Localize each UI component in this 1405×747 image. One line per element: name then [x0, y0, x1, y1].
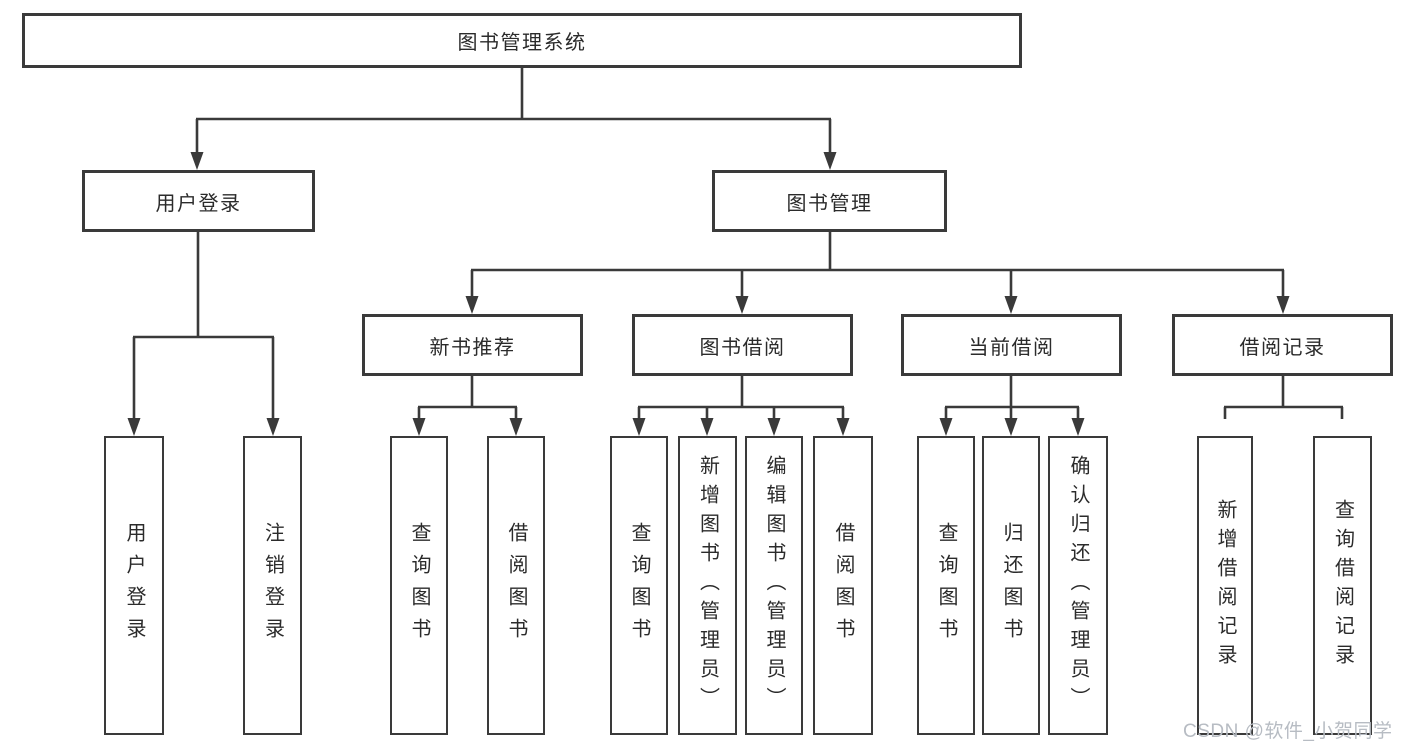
leaf-current-return-books-label: 归还图书: [1000, 521, 1022, 650]
leaf-borrow-borrow-books-label: 借阅图书: [832, 521, 854, 650]
leaf-borrow-edit-books-admin-label: 编辑图书（管理员）: [763, 455, 785, 716]
node-book-management: 图书管理: [712, 170, 947, 232]
leaf-logout-label: 注销登录: [261, 521, 284, 650]
leaf-current-query-books-label: 查询图书: [935, 521, 957, 650]
leaf-borrow-add-books-admin: 新增图书（管理员）: [678, 436, 737, 735]
node-new-book-recommend: 新书推荐: [362, 314, 583, 376]
leaf-record-add-record: 新增借阅记录: [1197, 436, 1253, 735]
node-root-label: 图书管理系统: [457, 32, 587, 54]
leaf-record-add-record-label: 新增借阅记录: [1214, 498, 1236, 673]
leaf-current-query-books: 查询图书: [917, 436, 975, 735]
leaf-newbook-borrow-books: 借阅图书: [487, 436, 545, 735]
node-book-borrow-label: 图书借阅: [699, 336, 786, 359]
node-user-login-label: 用户登录: [155, 192, 242, 215]
leaf-borrow-edit-books-admin: 编辑图书（管理员）: [745, 436, 803, 735]
leaf-borrow-add-books-admin-label: 新增图书（管理员）: [696, 455, 719, 716]
leaf-borrow-borrow-books: 借阅图书: [813, 436, 873, 735]
node-current-borrow-label: 当前借阅: [968, 336, 1055, 359]
leaf-newbook-query-books: 查询图书: [390, 436, 448, 735]
leaf-newbook-borrow-books-label: 借阅图书: [505, 521, 527, 650]
node-new-book-recommend-label: 新书推荐: [429, 336, 516, 359]
leaf-current-confirm-return-admin-label: 确认归还（管理员）: [1067, 455, 1089, 716]
node-book-borrow: 图书借阅: [632, 314, 853, 376]
leaf-logout: 注销登录: [243, 436, 302, 735]
csdn-watermark: CSDN @软件_小贺同学: [1183, 721, 1393, 742]
leaf-record-query-record-label: 查询借阅记录: [1331, 498, 1354, 673]
node-borrow-record-label: 借阅记录: [1239, 336, 1326, 359]
leaf-current-return-books: 归还图书: [982, 436, 1040, 735]
leaf-user-login: 用户登录: [104, 436, 164, 735]
leaf-newbook-query-books-label: 查询图书: [408, 521, 430, 650]
leaf-borrow-query-books-label: 查询图书: [628, 521, 650, 650]
node-current-borrow: 当前借阅: [901, 314, 1122, 376]
leaf-borrow-query-books: 查询图书: [610, 436, 668, 735]
node-book-management-label: 图书管理: [786, 192, 873, 215]
node-borrow-record: 借阅记录: [1172, 314, 1393, 376]
leaf-user-login-label: 用户登录: [123, 521, 145, 650]
leaf-current-confirm-return-admin: 确认归还（管理员）: [1048, 436, 1108, 735]
node-user-login: 用户登录: [82, 170, 315, 232]
arrowhead-icons: [127, 152, 1290, 436]
node-root: 图书管理系统: [22, 13, 1022, 68]
leaf-record-query-record: 查询借阅记录: [1313, 436, 1372, 735]
